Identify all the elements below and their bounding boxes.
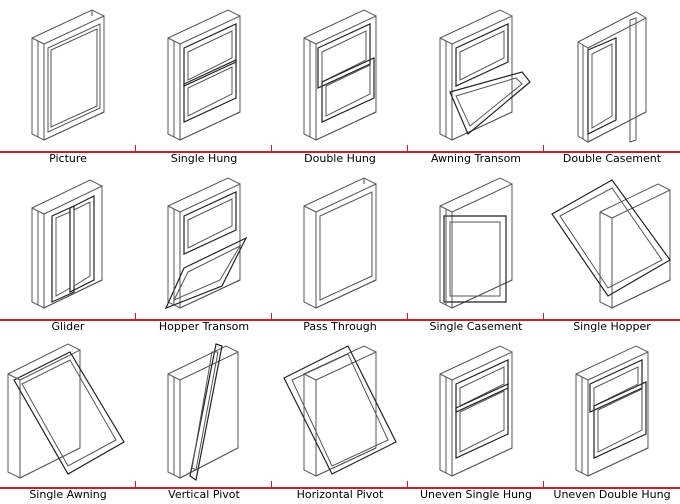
single-hopper-window-icon xyxy=(544,168,680,316)
divider-tick xyxy=(407,481,408,488)
window-label: Glider xyxy=(51,320,85,333)
gallery-row-3: Single Awning Vertical Pivot xyxy=(0,336,680,504)
window-option-uneven-double-hung[interactable]: Uneven Double Hung xyxy=(544,336,680,504)
hopper-transom-window-icon xyxy=(136,168,272,316)
divider-tick xyxy=(407,145,408,152)
divider-tick xyxy=(407,313,408,320)
row-divider xyxy=(0,319,680,321)
divider-tick xyxy=(271,313,272,320)
window-label: Pass Through xyxy=(303,320,377,333)
window-label: Uneven Single Hung xyxy=(419,488,533,501)
window-option-pass-through[interactable]: Pass Through xyxy=(272,168,408,336)
window-option-single-awning[interactable]: Single Awning xyxy=(0,336,136,504)
window-label: Single Casement xyxy=(429,320,523,333)
horizontal-pivot-window-icon xyxy=(272,336,408,484)
window-option-double-casement[interactable]: Double Casement xyxy=(544,0,680,168)
divider-tick xyxy=(543,313,544,320)
window-option-single-hung[interactable]: Single Hung xyxy=(136,0,272,168)
glider-window-icon xyxy=(0,168,136,316)
single-casement-window-icon xyxy=(408,168,544,316)
single-awning-window-icon xyxy=(0,336,136,484)
window-label: Single Hopper xyxy=(573,320,651,333)
window-label: Double Hung xyxy=(304,152,376,165)
divider-tick xyxy=(271,145,272,152)
pass-through-window-icon xyxy=(272,168,408,316)
gallery-row-2: Glider Hopper Transom xyxy=(0,168,680,336)
window-label: Double Casement xyxy=(562,152,662,165)
window-option-double-hung[interactable]: Double Hung xyxy=(272,0,408,168)
divider-tick xyxy=(135,481,136,488)
window-label: Picture xyxy=(49,152,87,165)
window-option-single-casement[interactable]: Single Casement xyxy=(408,168,544,336)
divider-tick xyxy=(271,481,272,488)
window-option-single-hopper[interactable]: Single Hopper xyxy=(544,168,680,336)
divider-tick xyxy=(543,481,544,488)
window-option-vertical-pivot[interactable]: Vertical Pivot xyxy=(136,336,272,504)
window-option-glider[interactable]: Glider xyxy=(0,168,136,336)
window-label: Awning Transom xyxy=(430,152,522,165)
window-option-uneven-single-hung[interactable]: Uneven Single Hung xyxy=(408,336,544,504)
window-label: Single Awning xyxy=(29,488,107,501)
awning-transom-window-icon xyxy=(408,0,544,148)
double-hung-window-icon xyxy=(272,0,408,148)
window-option-awning-transom[interactable]: Awning Transom xyxy=(408,0,544,168)
double-casement-window-icon xyxy=(544,0,680,148)
vertical-pivot-window-icon xyxy=(136,336,272,484)
divider-tick xyxy=(543,145,544,152)
uneven-double-hung-window-icon xyxy=(544,336,680,484)
window-label: Hopper Transom xyxy=(158,320,250,333)
single-hung-window-icon xyxy=(136,0,272,148)
divider-tick xyxy=(135,313,136,320)
row-divider xyxy=(0,487,680,489)
window-option-hopper-transom[interactable]: Hopper Transom xyxy=(136,168,272,336)
window-label: Single Hung xyxy=(170,152,238,165)
uneven-single-hung-window-icon xyxy=(408,336,544,484)
picture-window-icon xyxy=(0,0,136,148)
window-label: Uneven Double Hung xyxy=(553,488,671,501)
window-option-horizontal-pivot[interactable]: Horizontal Pivot xyxy=(272,336,408,504)
gallery-row-1: Picture Single Hung xyxy=(0,0,680,168)
window-label: Vertical Pivot xyxy=(168,488,240,501)
row-divider xyxy=(0,151,680,153)
divider-tick xyxy=(135,145,136,152)
window-option-picture[interactable]: Picture xyxy=(0,0,136,168)
window-label: Horizontal Pivot xyxy=(296,488,384,501)
